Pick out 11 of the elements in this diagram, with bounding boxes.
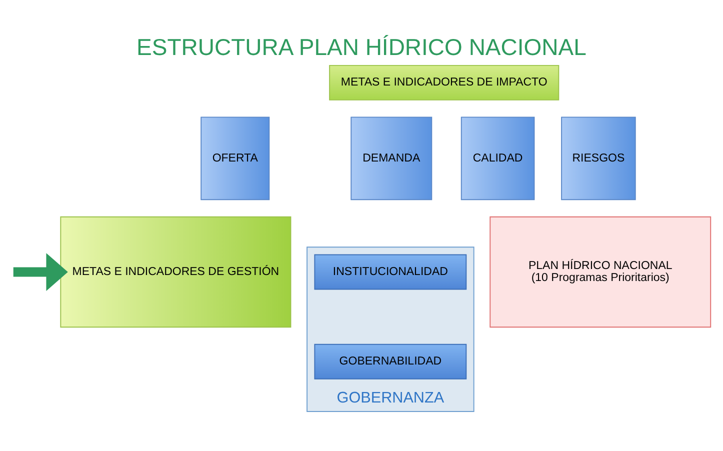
node-box: GOBERNABILIDAD — [314, 343, 467, 379]
node-box: OFERTA — [200, 116, 270, 200]
node-box: METAS E INDICADORES DE GESTIÓN — [60, 216, 292, 328]
arrow — [13, 252, 68, 290]
node-box: METAS E INDICADORES DE IMPACTO — [329, 64, 560, 100]
node-box: PLAN HÍDRICO NACIONAL (10 Programas Prioritarios) — [490, 216, 712, 328]
node-box: INSTITUCIONALIDAD — [314, 254, 467, 290]
node-box: DEMANDA — [350, 116, 432, 200]
node-box: CALIDAD — [460, 116, 535, 200]
node-box: RIESGOS — [561, 116, 636, 200]
diagram-title: ESTRUCTURA PLAN HÍDRICO NACIONAL — [136, 34, 586, 60]
